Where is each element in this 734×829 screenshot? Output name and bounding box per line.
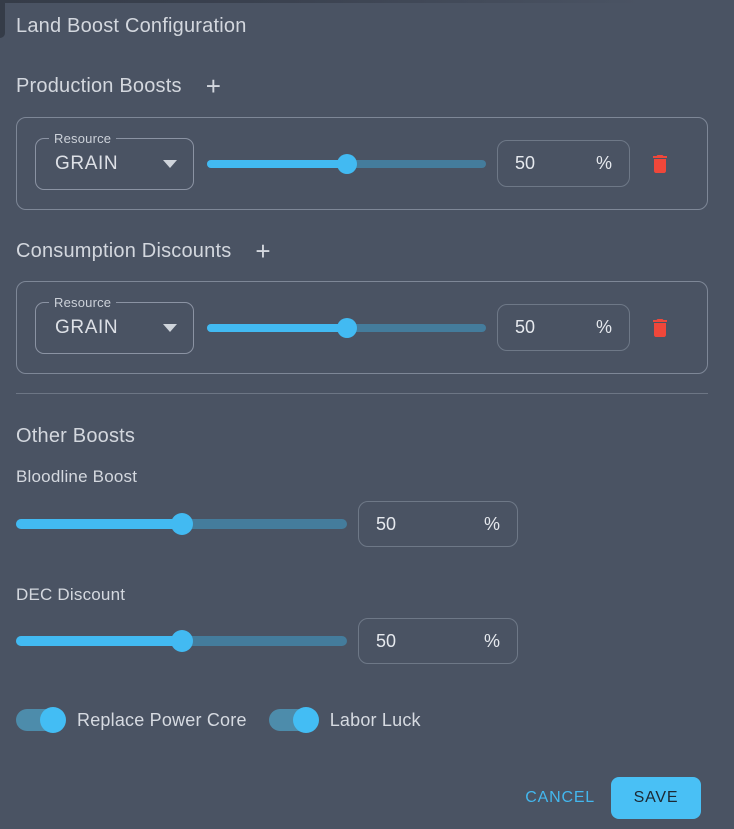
percent-value: 50 xyxy=(515,153,536,173)
percent-unit: % xyxy=(595,317,612,337)
dec-discount-slider[interactable] xyxy=(16,630,347,652)
delete-consumption-discount-button[interactable] xyxy=(648,316,672,340)
labor-luck-toggle[interactable] xyxy=(268,707,319,733)
consumption-discount-percent-input[interactable]: 50 % xyxy=(497,304,630,351)
percent-value: 50 xyxy=(376,513,397,534)
production-boost-percent-input[interactable]: 50 % xyxy=(497,140,630,187)
production-boost-slider[interactable] xyxy=(207,153,486,174)
toggle-knob xyxy=(292,707,319,733)
bloodline-boost-slider[interactable] xyxy=(16,513,347,535)
toggle-knob xyxy=(40,707,66,733)
consumption-discounts-heading: Consumption Discounts xyxy=(16,240,232,262)
dialog-top-edge-shadow xyxy=(0,0,640,3)
chevron-down-icon xyxy=(163,159,177,168)
production-resource-select[interactable]: Resource GRAIN xyxy=(35,130,194,190)
consumption-discount-row: Resource GRAIN 50 % xyxy=(16,281,708,374)
percent-unit: % xyxy=(483,630,500,651)
consumption-discounts-header: Consumption Discounts + xyxy=(16,236,708,266)
slider-fill xyxy=(16,519,182,529)
slider-thumb[interactable] xyxy=(170,513,193,535)
bloodline-boost-percent-input[interactable]: 50 % xyxy=(358,501,518,547)
cancel-button[interactable]: CANCEL xyxy=(517,781,603,815)
production-boosts-heading: Production Boosts xyxy=(16,75,182,97)
percent-unit: % xyxy=(483,513,500,534)
replace-power-core-toggle[interactable] xyxy=(16,707,66,733)
dialog-title: Land Boost Configuration xyxy=(16,15,247,37)
percent-unit: % xyxy=(595,153,612,173)
bloodline-boost-row: 50 % xyxy=(16,501,708,547)
resource-select-label: Resource xyxy=(49,294,117,310)
dialog-actions: CANCEL SAVE xyxy=(16,777,708,819)
slider-fill xyxy=(16,636,182,646)
slider-thumb[interactable] xyxy=(170,630,193,652)
section-divider xyxy=(16,393,708,394)
dec-discount-row: 50 % xyxy=(16,618,708,664)
consumption-discount-slider[interactable] xyxy=(207,317,486,338)
delete-production-boost-button[interactable] xyxy=(648,152,672,176)
slider-fill xyxy=(207,159,347,168)
resource-select-label: Resource xyxy=(49,130,117,146)
dec-discount-label: DEC Discount xyxy=(16,585,126,604)
save-button[interactable]: SAVE xyxy=(611,777,701,819)
add-consumption-discount-button[interactable]: + xyxy=(255,236,271,266)
add-production-boost-button[interactable]: + xyxy=(205,71,221,101)
dec-discount-percent-input[interactable]: 50 % xyxy=(358,618,518,664)
consumption-resource-select[interactable]: Resource GRAIN xyxy=(35,294,194,354)
percent-value: 50 xyxy=(376,630,397,651)
production-boosts-header: Production Boosts + xyxy=(16,71,708,101)
dialog-left-edge-shadow xyxy=(0,0,5,38)
slider-thumb[interactable] xyxy=(336,317,357,338)
resource-select-value: GRAIN xyxy=(55,152,119,174)
other-boosts-header: Other Boosts xyxy=(16,425,708,448)
slider-fill xyxy=(207,323,347,332)
toggles-row: Replace Power Core Labor Luck xyxy=(16,707,708,733)
other-boosts-heading: Other Boosts xyxy=(16,425,136,447)
slider-thumb[interactable] xyxy=(336,153,357,174)
resource-select-value: GRAIN xyxy=(55,316,119,338)
replace-power-core-label: Replace Power Core xyxy=(77,709,247,730)
chevron-down-icon xyxy=(163,323,177,332)
bloodline-boost-label: Bloodline Boost xyxy=(16,467,138,486)
trash-icon xyxy=(648,316,672,340)
percent-value: 50 xyxy=(515,317,536,337)
labor-luck-label: Labor Luck xyxy=(329,709,421,730)
trash-icon xyxy=(648,152,672,176)
production-boost-row: Resource GRAIN 50 % xyxy=(16,117,708,210)
